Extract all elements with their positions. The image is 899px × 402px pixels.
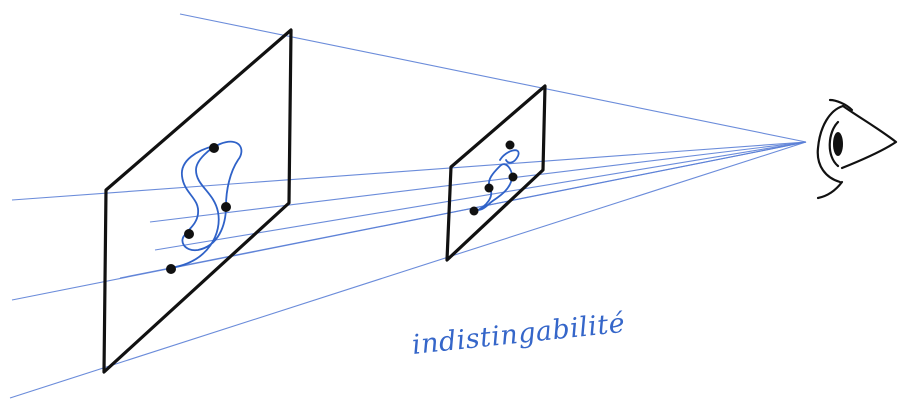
caption-text: indistingabilité: [410, 308, 626, 361]
small-plane-point-2: [508, 172, 518, 182]
eye-icon: [816, 98, 898, 200]
ray-top: [179, 13, 807, 143]
small-plane-point-1: [505, 140, 515, 150]
large-plane-curve: [169, 140, 243, 269]
large-plane-point-2: [221, 202, 231, 212]
large-plane-point-3: [184, 229, 194, 239]
ray-mid-1: [149, 141, 807, 223]
large-plane-frame: [102, 28, 293, 374]
small-plane-point-4: [469, 206, 479, 216]
small-plane-frame: [445, 84, 547, 262]
large-plane-point-4: [166, 264, 176, 274]
small-plane-point-3: [484, 183, 494, 193]
ray-lower: [11, 141, 807, 301]
small-picture-plane: [445, 84, 547, 262]
large-plane-curve-left: [181, 145, 215, 235]
ray-bottom: [9, 141, 807, 399]
projection-rays: [9, 13, 807, 399]
ray-upper: [11, 141, 807, 201]
large-plane-point-1: [209, 143, 219, 153]
small-plane-curve-top: [499, 149, 520, 164]
large-picture-plane: [102, 28, 293, 374]
ray-mid-2: [154, 141, 807, 251]
